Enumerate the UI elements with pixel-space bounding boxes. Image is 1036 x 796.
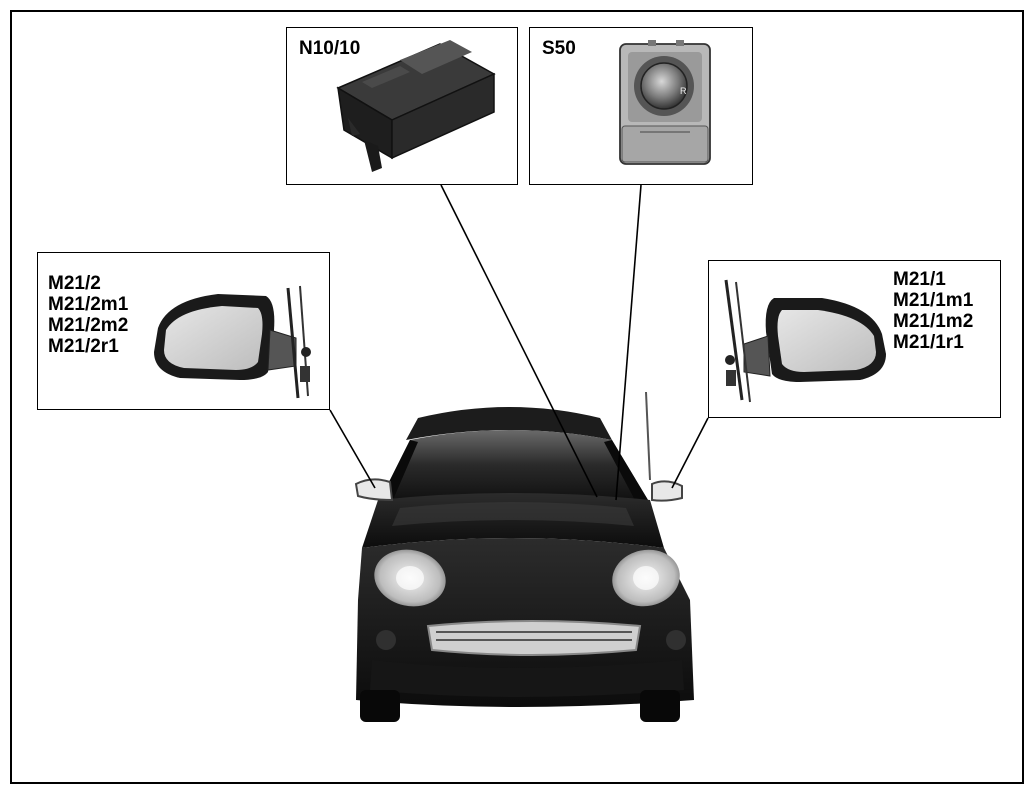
label-m21-1m2: M21/1m2 — [893, 311, 974, 332]
windshield — [380, 430, 648, 500]
leader-lines — [329, 184, 709, 501]
label-m21-2m1: M21/2m1 — [48, 294, 129, 315]
label-m21-1r1: M21/1r1 — [893, 332, 964, 353]
smart-car-front-view — [354, 391, 694, 722]
callout-left-mirror: M21/2 M21/2m1 M21/2m2 M21/2r1 — [37, 252, 330, 410]
label-m21-2r1: M21/2r1 — [48, 336, 119, 357]
callout-control-unit: N10/10 — [286, 27, 518, 185]
car-right-mirror — [651, 480, 683, 502]
front-grille — [426, 620, 642, 656]
label-m21-1m1: M21/1m1 — [893, 290, 974, 311]
callout-right-mirror: M21/1 M21/1m1 M21/1m2 M21/1r1 — [708, 260, 1001, 418]
left-mirror-labels: M21/2 M21/2m1 M21/2m2 M21/2r1 — [48, 273, 128, 357]
car-left-mirror — [354, 478, 394, 502]
right-mirror-labels: M21/1 M21/1m1 M21/1m2 M21/1r1 — [893, 269, 973, 353]
label-s50: S50 — [542, 38, 576, 59]
label-m21-1: M21/1 — [893, 269, 946, 290]
label-m21-2: M21/2 — [48, 273, 101, 294]
callout-switch: S50 — [529, 27, 753, 185]
label-m21-2m2: M21/2m2 — [48, 315, 129, 336]
label-n10-10: N10/10 — [299, 38, 361, 59]
